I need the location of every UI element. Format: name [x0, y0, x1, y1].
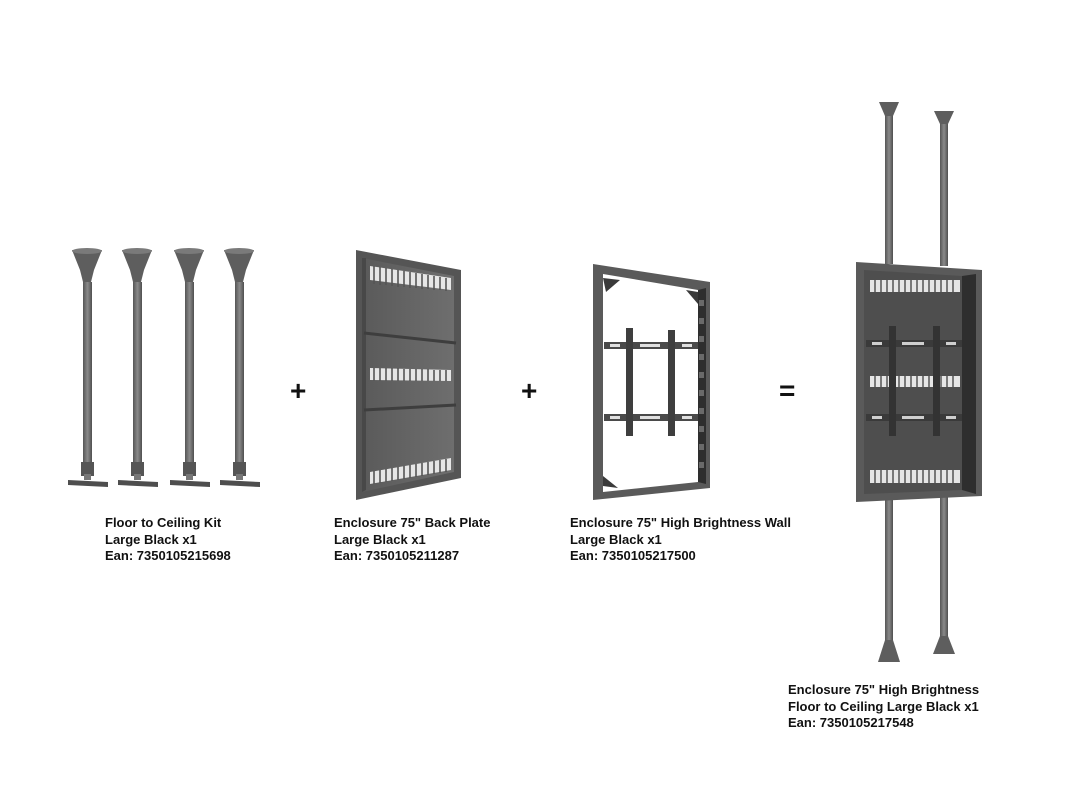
- plus-operator-1: +: [290, 375, 307, 406]
- product-variant: Large Black x1: [570, 531, 662, 547]
- product-caption-floor-kit: Floor to Ceiling Kit Large Black x1 Ean:…: [105, 515, 231, 565]
- product-name: Enclosure 75" High Brightness Wall: [570, 515, 791, 530]
- result-name: Enclosure 75" High Brightness: [788, 682, 980, 697]
- plus-operator-2: +: [521, 375, 538, 406]
- product-name: Enclosure 75" Back Plate: [334, 515, 491, 530]
- assembled-enclosure-image: [856, 102, 982, 662]
- equals-operator: =: [779, 375, 796, 406]
- floor-to-ceiling-kit-image: [68, 248, 260, 487]
- result-variant: Floor to Ceiling Large Black x1: [788, 698, 979, 714]
- product-ean: Ean: 7350105217500: [570, 548, 696, 563]
- result-ean: Ean: 7350105217548: [788, 715, 914, 730]
- product-variant: Large Black x1: [334, 531, 426, 547]
- result-caption: Enclosure 75" High Brightness Floor to C…: [788, 682, 979, 732]
- enclosure-wall-image: [593, 264, 710, 500]
- product-caption-wall-enclosure: Enclosure 75" High Brightness Wall Large…: [570, 515, 791, 565]
- product-caption-back-plate: Enclosure 75" Back Plate Large Black x1 …: [334, 515, 490, 565]
- product-ean: Ean: 7350105211287: [334, 548, 460, 563]
- back-plate-image: [356, 250, 461, 500]
- product-variant: Large Black x1: [105, 531, 197, 547]
- product-name: Floor to Ceiling Kit: [105, 515, 222, 530]
- product-ean: Ean: 7350105215698: [105, 548, 231, 563]
